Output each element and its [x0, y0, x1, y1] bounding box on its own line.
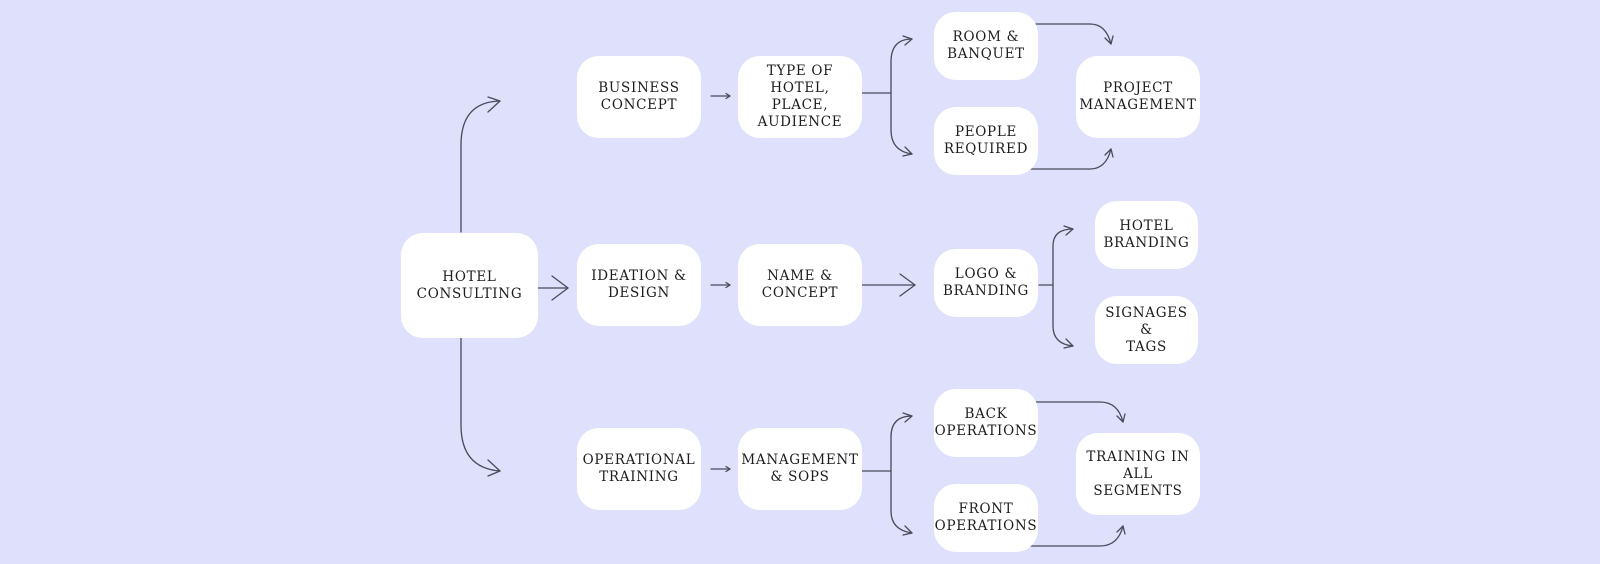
node-label: PROJECT MANAGEMENT [1079, 80, 1197, 113]
arrowhead-icon [487, 459, 501, 477]
node-type-of-hotel: TYPE OF HOTEL, PLACE, AUDIENCE [738, 56, 862, 138]
node-label: PEOPLE REQUIRED [943, 124, 1029, 157]
node-logo-branding: LOGO & BRANDING [934, 249, 1038, 317]
connector-to-hotel-branding [1052, 228, 1074, 286]
node-label: NAME & CONCEPT [761, 268, 839, 301]
node-label: HOTEL BRANDING [1103, 218, 1190, 251]
arrowhead-icon [1104, 148, 1114, 158]
arrowhead-icon [1116, 525, 1126, 535]
node-signages-tags: SIGNAGES & TAGS [1095, 296, 1198, 364]
node-label: TRAINING IN ALL SEGMENTS [1086, 448, 1190, 499]
arrowhead-icon [551, 275, 569, 301]
connector-to-operational-training [460, 337, 501, 472]
arrowhead-icon [1104, 35, 1114, 45]
node-training-all-segments: TRAINING IN ALL SEGMENTS [1076, 433, 1200, 515]
node-hotel-consulting: HOTEL CONSULTING [401, 233, 538, 338]
arrowhead-icon [902, 146, 913, 157]
arrowhead-icon [902, 35, 913, 46]
arrowhead-icon [1116, 413, 1126, 423]
node-label: ROOM & BANQUET [947, 29, 1025, 62]
node-project-management: PROJECT MANAGEMENT [1076, 56, 1200, 138]
node-room-banquet: ROOM & BANQUET [934, 12, 1038, 80]
arrowhead-icon [1063, 225, 1074, 236]
node-label: MANAGEMENT & SOPS [741, 452, 859, 485]
node-management-sops: MANAGEMENT & SOPS [738, 428, 862, 510]
node-label: LOGO & BRANDING [942, 266, 1029, 299]
connector-to-business-concept [460, 100, 501, 233]
arrowhead-icon [725, 281, 731, 289]
node-business-concept: BUSINESS CONCEPT [577, 56, 701, 138]
arrowhead-icon [902, 525, 913, 536]
node-operational-training: OPERATIONAL TRAINING [577, 428, 701, 510]
arrowhead-icon [1063, 338, 1074, 349]
connector-to-people-required [890, 92, 913, 155]
node-label: SIGNAGES & TAGS [1105, 304, 1188, 355]
arrowhead-icon [725, 465, 731, 473]
arrowhead-icon [902, 412, 913, 423]
node-label: TYPE OF HOTEL, PLACE, AUDIENCE [757, 63, 843, 130]
node-label: BUSINESS CONCEPT [598, 80, 680, 113]
node-hotel-branding: HOTEL BRANDING [1095, 201, 1198, 269]
connector-people-to-project [1029, 148, 1112, 170]
node-label: IDEATION & DESIGN [591, 268, 687, 301]
node-label: HOTEL CONSULTING [416, 268, 523, 302]
node-name-concept: NAME & CONCEPT [738, 244, 862, 326]
connector-to-front-operations [890, 470, 913, 534]
node-back-operations: BACK OPERATIONS [934, 389, 1038, 457]
node-label: OPERATIONAL TRAINING [582, 452, 696, 485]
node-ideation-design: IDEATION & DESIGN [577, 244, 701, 326]
node-people-required: PEOPLE REQUIRED [934, 107, 1038, 175]
connector-back-to-training [1035, 401, 1124, 423]
node-front-operations: FRONT OPERATIONS [934, 484, 1038, 552]
connector-to-room-banquet [890, 38, 913, 94]
connector-room-to-project [1035, 23, 1112, 45]
node-label: BACK OPERATIONS [934, 406, 1038, 439]
node-label: FRONT OPERATIONS [934, 501, 1038, 534]
arrowhead-icon [725, 92, 731, 100]
connector-to-back-operations [890, 415, 913, 472]
arrowhead-icon [899, 273, 916, 297]
arrowhead-icon [487, 96, 501, 113]
connector-to-signages-tags [1052, 284, 1074, 347]
connector-front-to-training [1029, 525, 1124, 547]
